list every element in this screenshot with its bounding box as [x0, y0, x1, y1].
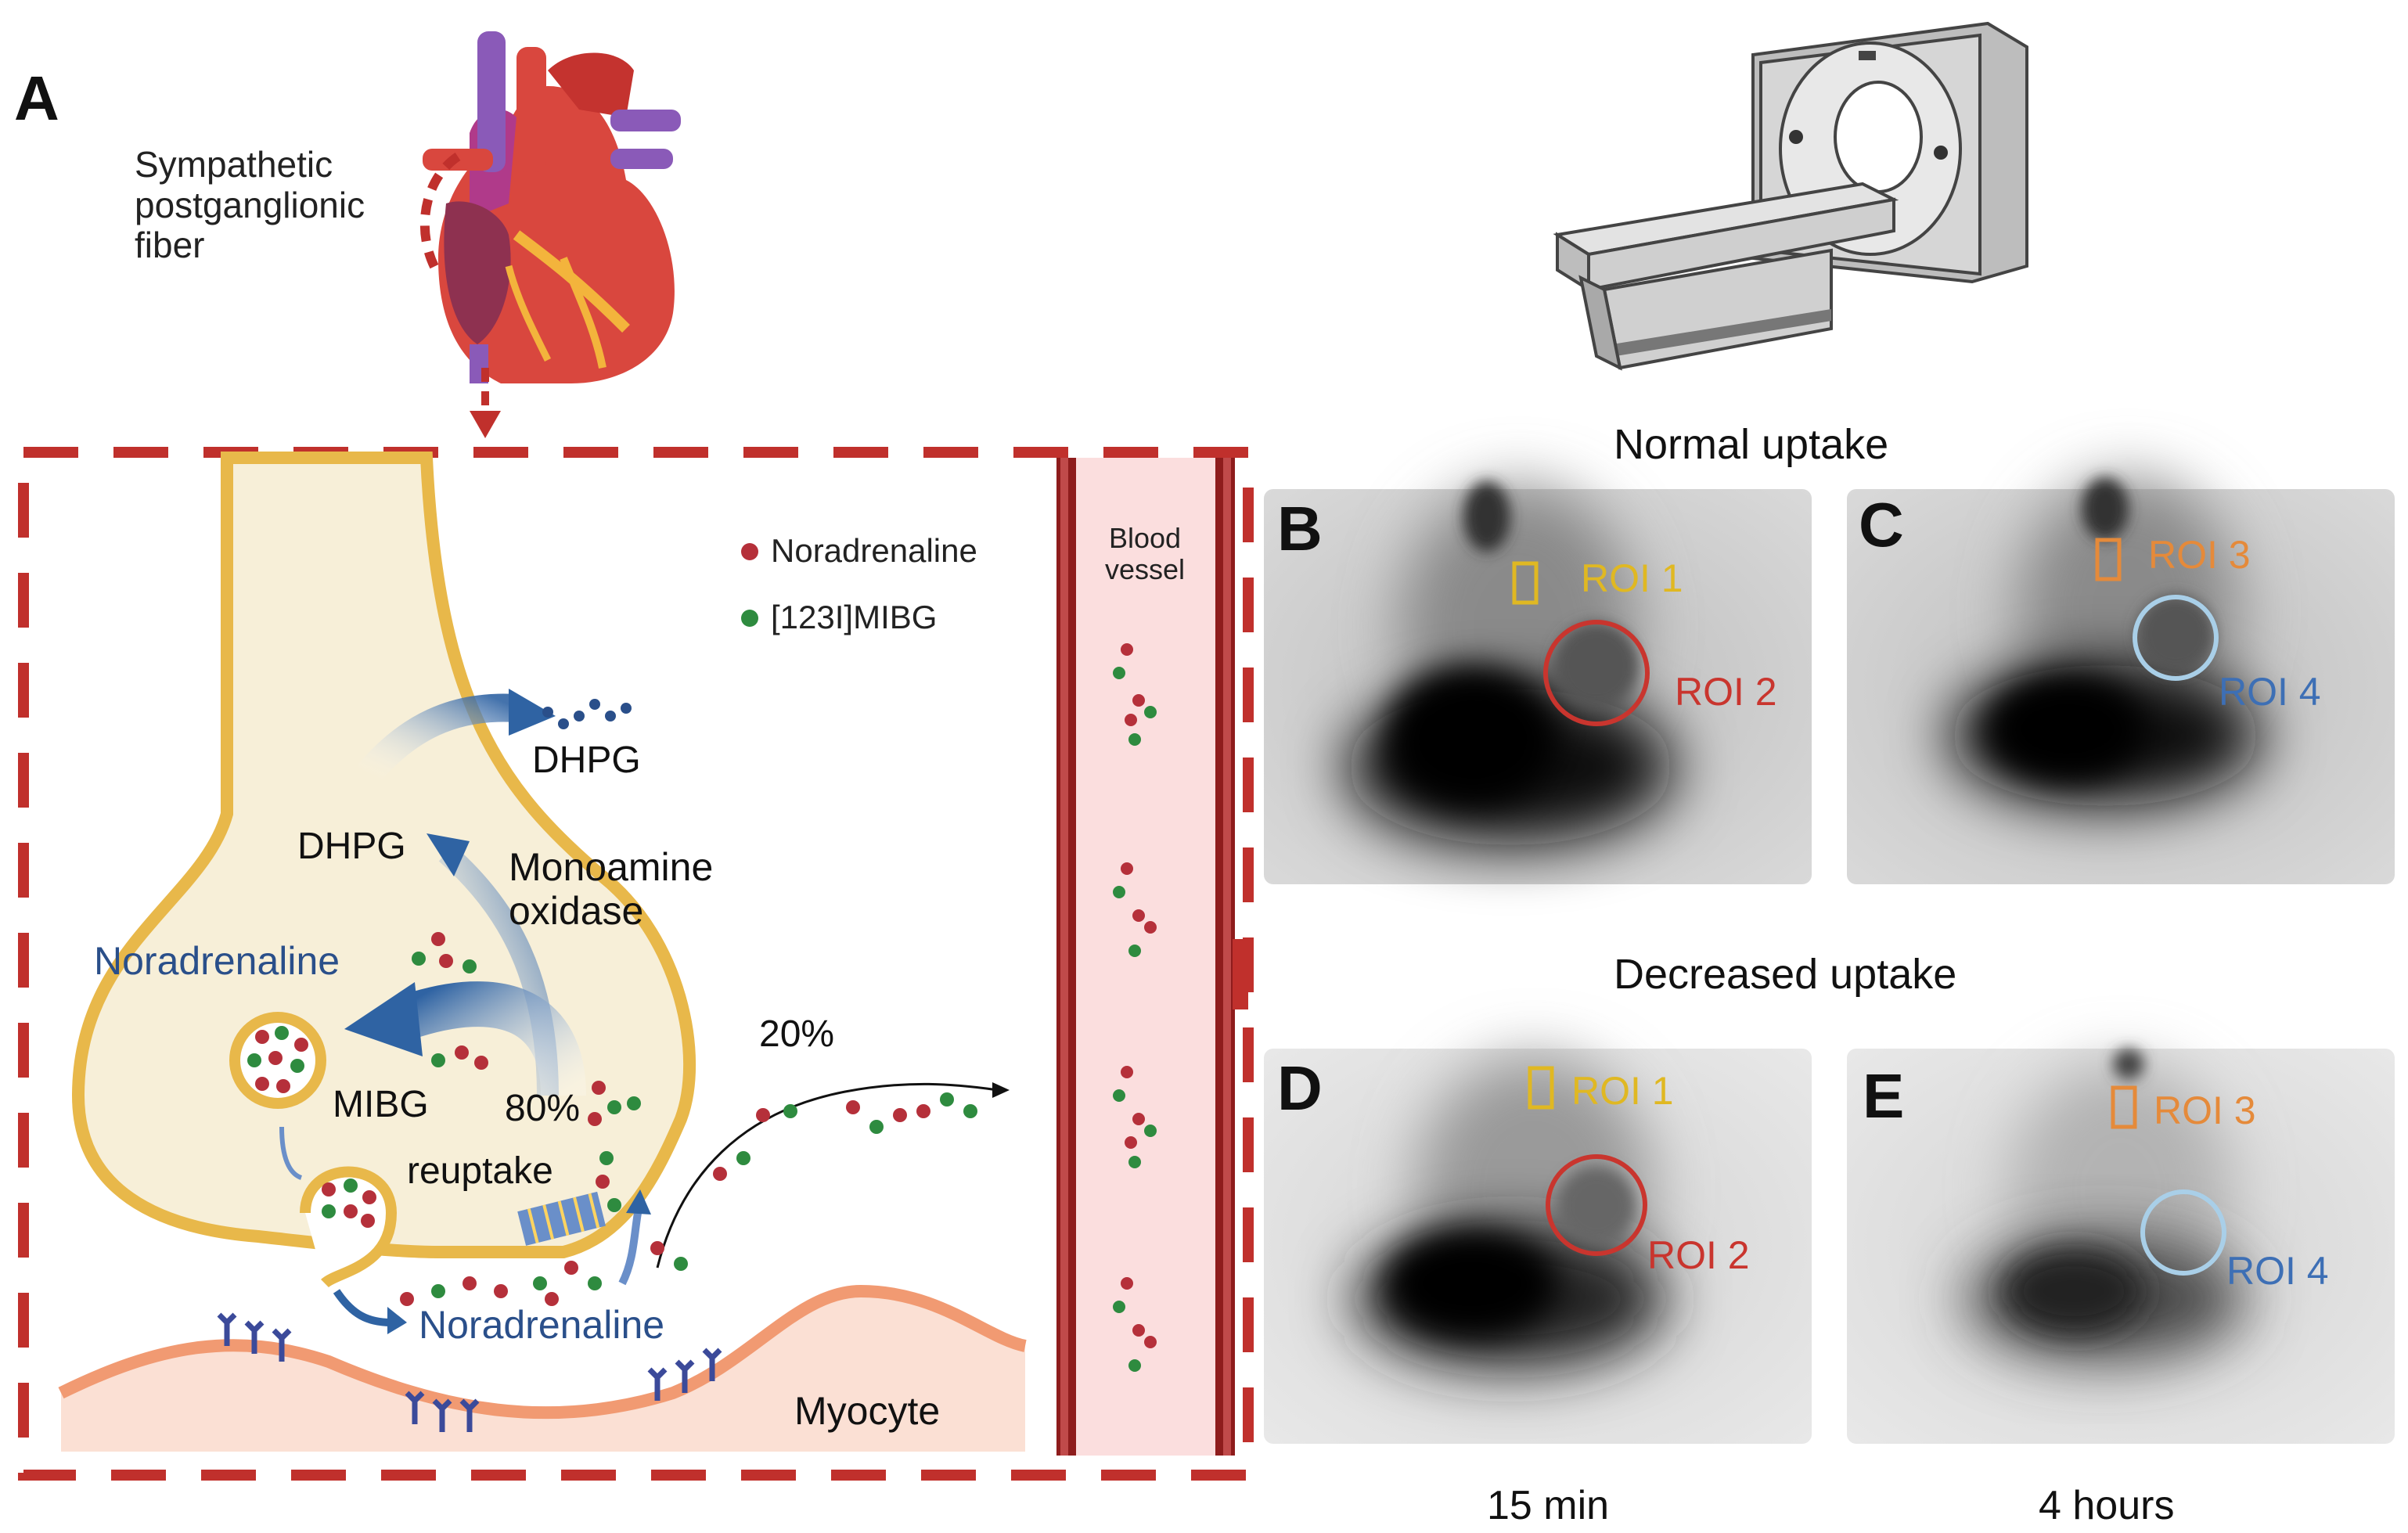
- dhpg-outside-label: DHPG: [532, 740, 641, 781]
- free-molecules: [400, 932, 977, 1306]
- reuptake-arrowhead: [344, 982, 423, 1056]
- panel-e-roi-circle-label: ROI 4: [2226, 1249, 2329, 1293]
- myocyte-membrane: [58, 1284, 1027, 1420]
- dhpg-molecules: [542, 699, 632, 729]
- time-label-4-hours: 4 hours: [2039, 1483, 2175, 1528]
- panel-b-letter: B: [1277, 494, 1323, 563]
- dhpg-inside-label: DHPG: [297, 826, 406, 867]
- scan-panel-c-image: [1847, 477, 2395, 884]
- release-arrow: [333, 1289, 392, 1326]
- time-label-15-min: 15 min: [1487, 1483, 1610, 1528]
- panel-e-letter: E: [1863, 1061, 1905, 1131]
- escape-arrowhead: [992, 1082, 1010, 1098]
- panel-d-letter: D: [1277, 1053, 1323, 1123]
- enzyme-label-line-2: oxidase: [509, 889, 644, 933]
- noradrenaline-bottom-label: Noradrenaline: [419, 1303, 665, 1347]
- mibg-label: MIBG: [333, 1084, 429, 1125]
- escape-arrow: [656, 1082, 999, 1269]
- moa-arrowhead: [427, 833, 470, 876]
- percent-reuptake-label: 80%: [505, 1088, 581, 1129]
- legend-noradrenaline-dot: [741, 543, 758, 560]
- scan-panel-d-image: [1264, 1049, 1812, 1444]
- enzyme-label: Monoamine oxidase: [509, 845, 713, 933]
- spect-scanner-illustration: [1553, 21, 2028, 371]
- fiber-label-line-1: Sympathetic: [135, 144, 333, 185]
- panel-d-roi-circle-label: ROI 2: [1647, 1233, 1750, 1277]
- reuptake-arrow: [399, 981, 586, 1096]
- reuptake-label: reuptake: [407, 1150, 553, 1192]
- dhpg-export-arrowhead: [509, 689, 556, 736]
- fiber-label-line-2: postganglionic: [135, 184, 365, 225]
- noradrenaline-top-label: Noradrenaline: [94, 939, 340, 983]
- cleft-reuptake-arrowhead: [626, 1189, 651, 1215]
- legend-noradrenaline-label: Noradrenaline: [771, 532, 977, 569]
- vessel-molecules: [1113, 643, 1157, 1372]
- release-arrowhead: [387, 1307, 407, 1334]
- cleft-reuptake-arrow: [618, 1212, 642, 1286]
- heart-illustration: [419, 31, 681, 438]
- blood-vessel-label-line-1: Blood: [1108, 522, 1182, 554]
- enzyme-label-line-1: Monoamine: [509, 845, 714, 889]
- legend-mibg-dot: [741, 610, 758, 627]
- receptors: [217, 1312, 722, 1432]
- normal-uptake-title: Normal uptake: [1614, 421, 1889, 468]
- panel-c-roi-circle-label: ROI 4: [2219, 670, 2321, 714]
- legend-mibg-label: [123I]MIBG: [771, 599, 938, 635]
- myocyte-cell: [61, 1291, 1025, 1452]
- panel-b-roi-rect-label: ROI 1: [1581, 556, 1683, 600]
- vesicle-storage-contents: [247, 1026, 308, 1093]
- panel-d-roi-rect-label: ROI 1: [1571, 1069, 1674, 1113]
- fiber-label-line-3: fiber: [135, 225, 205, 266]
- blood-vessel-label: Blood vessel: [1098, 522, 1192, 586]
- vesicle-transport-arrow: [279, 1126, 303, 1180]
- vesicle-exocytosis-contents: [322, 1179, 376, 1228]
- reuptake-transporter: [517, 1191, 606, 1246]
- blood-vessel-label-line-2: vessel: [1104, 553, 1186, 586]
- percent-escape-label: 20%: [759, 1013, 835, 1055]
- panel-c-letter: C: [1859, 490, 1904, 560]
- scan-panel-b-image: [1264, 481, 1812, 884]
- myocyte-label: Myocyte: [794, 1389, 941, 1433]
- panel-e-roi-rect-label: ROI 3: [2154, 1089, 2256, 1132]
- fiber-label: Sympathetic postganglionic fiber: [135, 144, 365, 266]
- panel-b-roi-circle-label: ROI 2: [1675, 670, 1777, 714]
- scan-panel-e-image: [1847, 1049, 2395, 1444]
- dhpg-export-arrow: [357, 693, 518, 784]
- blood-vessel: [1056, 458, 1248, 1456]
- panel-c-roi-rect-label: ROI 3: [2148, 533, 2251, 577]
- decreased-uptake-title: Decreased uptake: [1614, 951, 1957, 998]
- panel-a-letter: A: [14, 63, 59, 133]
